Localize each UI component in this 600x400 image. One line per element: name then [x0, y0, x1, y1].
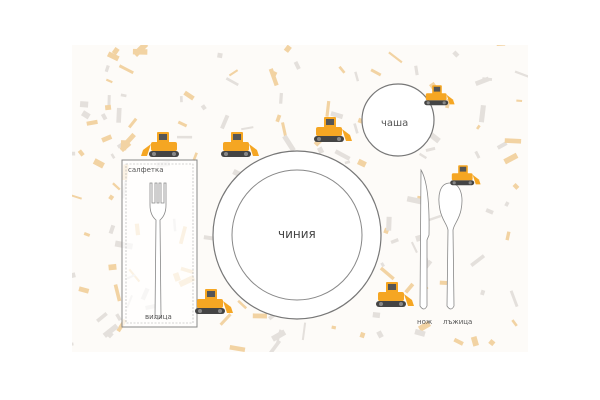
spoon-label: лъжица — [443, 318, 473, 326]
fork-label: вилица — [145, 313, 172, 321]
plate — [212, 150, 382, 320]
napkin-label: салфетка — [128, 166, 164, 174]
knife-label: нож — [417, 318, 433, 326]
excavator-icon — [450, 165, 481, 186]
cup — [361, 83, 435, 157]
cup-label: чаша — [381, 118, 409, 129]
bulldozer-icon — [141, 132, 179, 157]
bulldozer-icon — [314, 117, 352, 142]
knife-icon — [419, 168, 430, 310]
road-roller-icon — [195, 289, 233, 314]
crane-truck-icon — [376, 282, 414, 307]
plate-label: чиния — [278, 227, 316, 241]
spoon-icon — [438, 182, 463, 310]
bulldozer-icon — [424, 85, 455, 106]
excavator-icon — [221, 132, 259, 157]
fork-icon — [149, 182, 167, 320]
